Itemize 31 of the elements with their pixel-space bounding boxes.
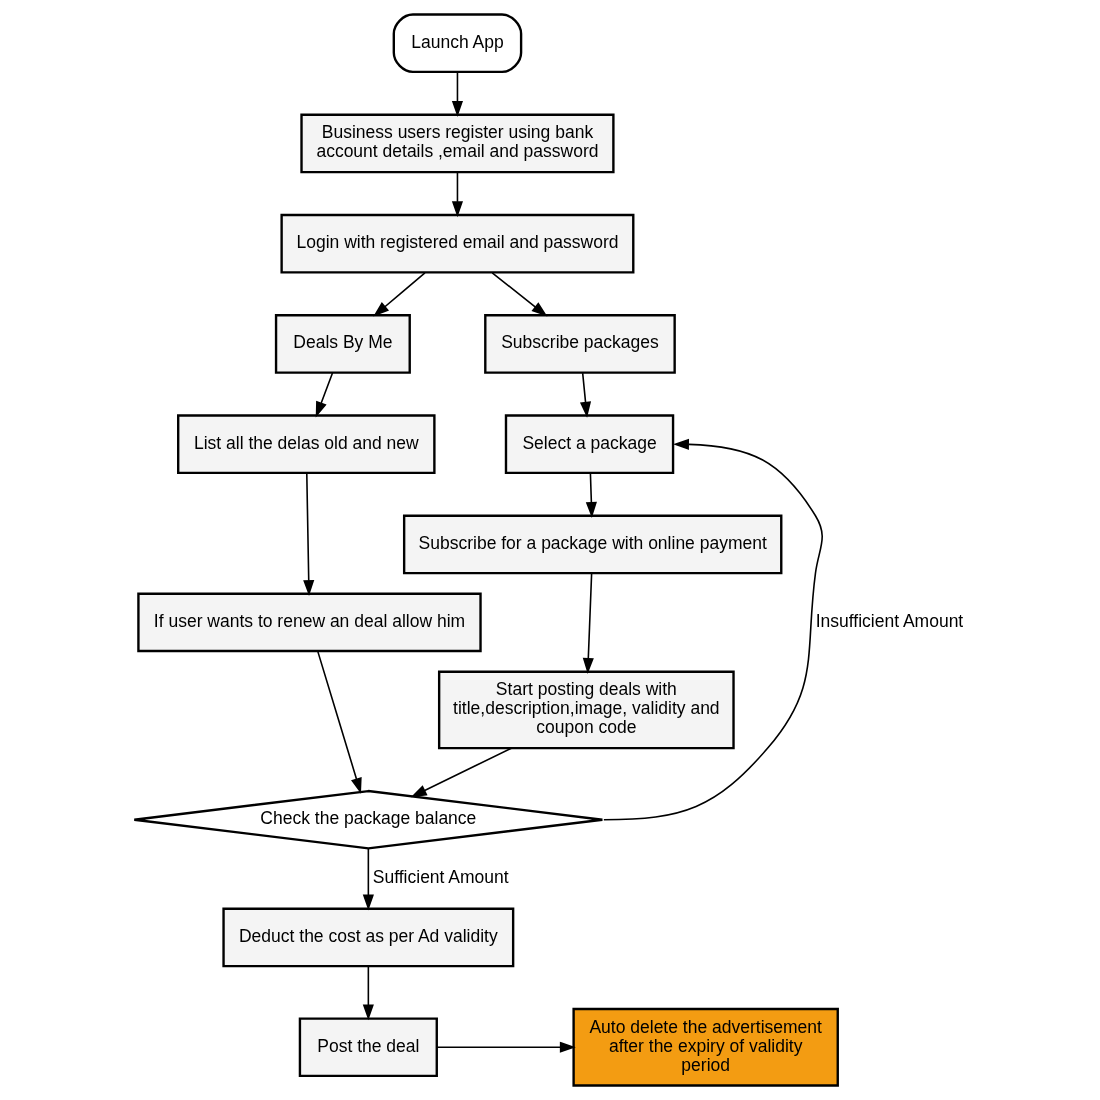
edge-label: Insufficient Amount [815, 610, 963, 631]
arrow [435, 1041, 576, 1053]
arrow [362, 965, 374, 1021]
node-box: Business users register using bank account details ,email and password [299, 113, 615, 174]
arrow [451, 171, 463, 218]
arrow [410, 747, 512, 798]
node-box: Auto delete the advertisement after the expiry of validity period [571, 1007, 839, 1087]
arrow [451, 71, 463, 117]
edge-label: Sufficient Amount [372, 867, 509, 888]
arrow [316, 650, 362, 794]
arrow [490, 272, 547, 317]
node-box: Login with registered email and password [279, 213, 634, 274]
node-box: List all the delas old and new [176, 414, 436, 475]
arrow [579, 372, 591, 418]
node-box: Deals By Me [274, 314, 411, 374]
arrow [372, 272, 426, 317]
arrow [585, 472, 597, 518]
node-box: Subscribe for a package with online payment [402, 514, 782, 575]
arrow [582, 572, 594, 674]
node-box: If user wants to renew an deal allow him [136, 592, 482, 653]
node-box: Deduct the cost as per Ad validity [221, 907, 514, 968]
node-box: Launch App [392, 13, 522, 74]
arrow [362, 847, 374, 911]
arrow [302, 472, 314, 597]
node-box: Start posting deals with title,description,image, validity and coupon code [437, 670, 735, 750]
node-box: Select a package [504, 414, 674, 475]
node-box: Subscribe packages [483, 314, 676, 374]
arrow [602, 438, 823, 821]
node-diamond: Check the package balance [132, 789, 604, 850]
node-box: Post the deal [298, 1017, 438, 1078]
arrow [315, 372, 333, 418]
